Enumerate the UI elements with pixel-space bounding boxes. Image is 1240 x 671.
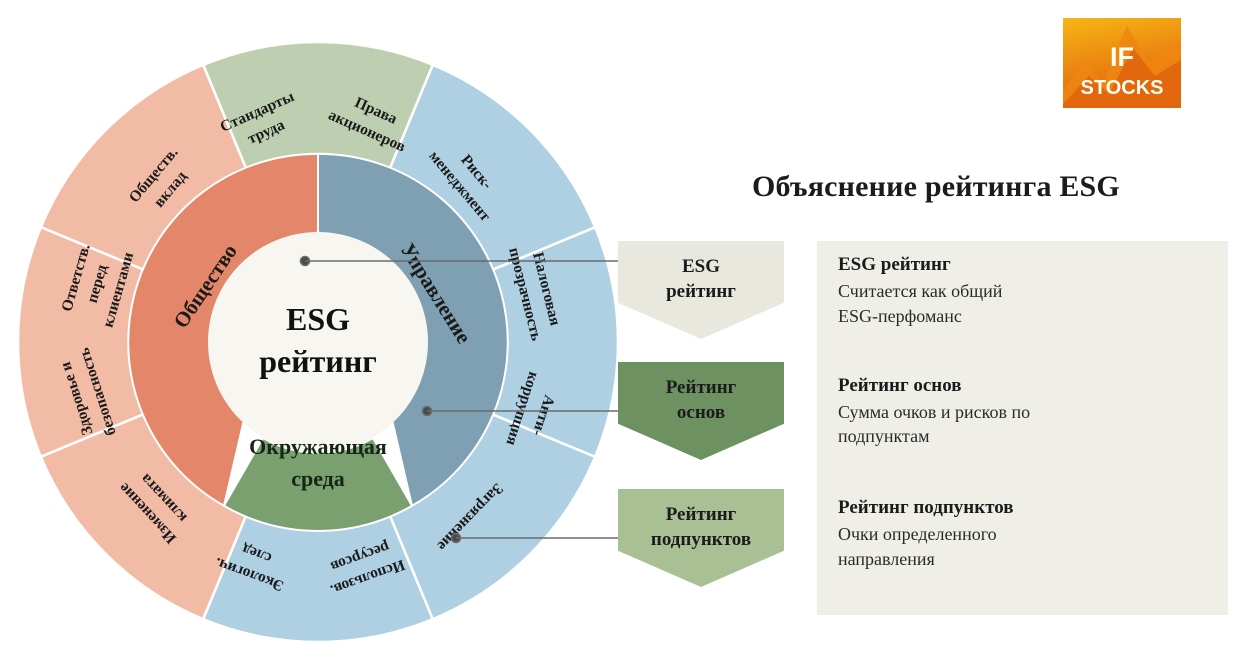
legend-heading-sub: Рейтинг подпунктов bbox=[838, 497, 1014, 519]
inner-label-environment-l1: Окружающая bbox=[249, 434, 387, 459]
arrow-base-rating[interactable]: Рейтинг основ bbox=[618, 362, 784, 460]
arrow-base-line1: Рейтинг bbox=[665, 377, 737, 398]
arrow-sub-line1: Рейтинг bbox=[665, 504, 737, 525]
arrow-esg-label: ESG рейтинг bbox=[618, 254, 784, 304]
legend-item-sub: Рейтинг подпунктов Очки определенного на… bbox=[838, 475, 1218, 572]
arrow-sub-line2: подпунктов bbox=[650, 529, 752, 551]
donut-center-circle bbox=[208, 232, 428, 452]
arrow-esg-line2: рейтинг bbox=[666, 281, 736, 303]
legend-heading-base: Рейтинг основ bbox=[838, 374, 962, 396]
legend-panel-background bbox=[817, 241, 1228, 615]
arrow-sub-label: Рейтинг подпунктов bbox=[618, 502, 784, 552]
inner-label-environment-group: Окружающая среда bbox=[249, 434, 387, 491]
outer-ring bbox=[16, 40, 620, 644]
center-label-line2: рейтинг bbox=[259, 343, 377, 379]
legend-body-base: Сумма очков и рисков по подпунктам bbox=[838, 401, 1031, 447]
legend-heading-esg: ESG рейтинг bbox=[838, 254, 951, 275]
logo-graphic: IF STOCKS bbox=[1063, 18, 1181, 108]
logo-line2: STOCKS bbox=[1081, 77, 1164, 99]
inner-label-environment-l2: среда bbox=[291, 466, 345, 491]
inner-seg-environment bbox=[222, 436, 414, 532]
legend-item-base: Рейтинг основ Сумма очков и рисков по по… bbox=[838, 355, 1218, 450]
if-stocks-logo: IF STOCKS bbox=[1063, 18, 1181, 108]
legend-item-esg: ESG рейтинг Считается как общий ESG-перф… bbox=[838, 252, 1218, 329]
arrow-esg-line1: ESG bbox=[681, 256, 721, 277]
arrow-esg-rating[interactable]: ESG рейтинг bbox=[618, 241, 784, 339]
arrow-sub-rating[interactable]: Рейтинг подпунктов bbox=[618, 489, 784, 587]
esg-donut-chart: ESG рейтинг Общество Управление Окружающ… bbox=[16, 40, 620, 644]
arrow-base-line2: основ bbox=[676, 402, 726, 424]
arrow-base-label: Рейтинг основ bbox=[618, 375, 784, 425]
logo-line1: IF bbox=[1110, 42, 1134, 72]
center-label-line1: ESG bbox=[286, 301, 350, 337]
legend-panel: ESG рейтинг Считается как общий ESG-перф… bbox=[838, 252, 1218, 598]
page-title: Объяснение рейтинга ESG bbox=[752, 170, 1120, 203]
legend-body-sub: Очки определенного направления bbox=[838, 524, 997, 570]
legend-body-esg: Считается как общий ESG-перфоманс bbox=[838, 281, 1003, 326]
